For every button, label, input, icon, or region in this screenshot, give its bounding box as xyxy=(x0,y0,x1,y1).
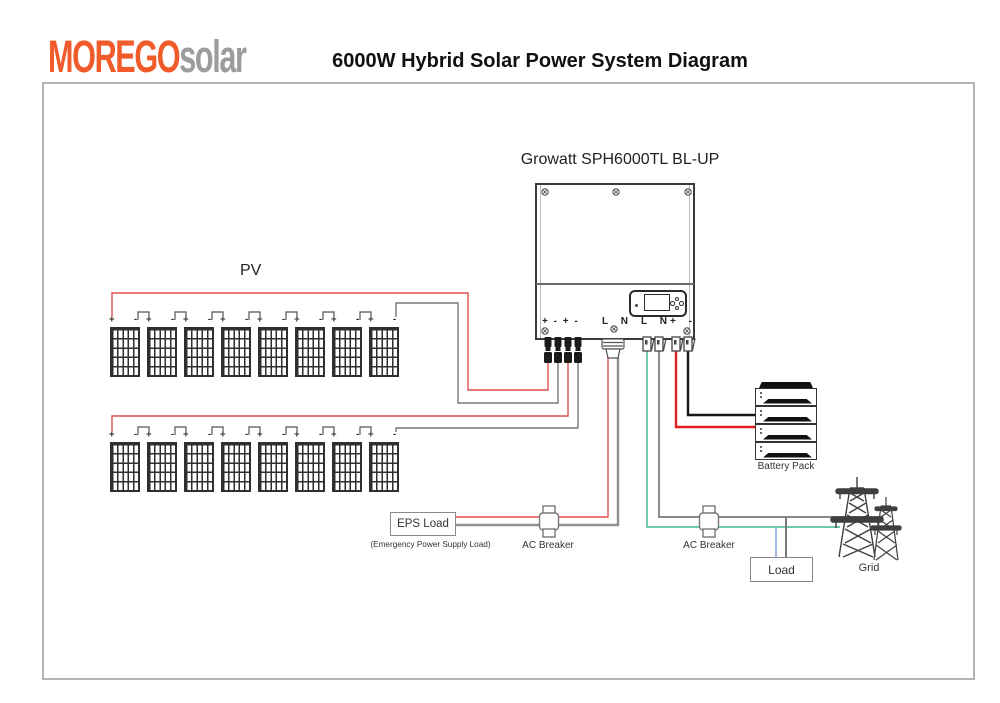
logo-morego: MOREGO xyxy=(48,31,181,82)
inverter-divider-line xyxy=(536,283,694,285)
panel-minus-label: - xyxy=(319,429,323,440)
logo-solar: solar xyxy=(179,31,247,82)
solar-panel xyxy=(332,327,362,377)
battery-module xyxy=(755,406,817,424)
terminal-label-battery: + - xyxy=(670,316,697,327)
panel-minus-label: - xyxy=(134,429,138,440)
panel-minus-label: - xyxy=(393,429,397,440)
inverter-edge-line xyxy=(540,185,541,338)
inverter-body xyxy=(535,183,695,340)
inverter-led-icon xyxy=(635,304,638,307)
battery-module-led xyxy=(760,432,763,435)
solar-panel xyxy=(221,327,251,377)
panel-minus-label: - xyxy=(134,314,138,325)
solar-panel xyxy=(147,327,177,377)
panel-plus-label: + xyxy=(220,314,226,325)
display-button-up xyxy=(674,296,680,302)
panel-plus-label: + xyxy=(183,314,189,325)
solar-panel xyxy=(258,442,288,492)
panel-plus-label: + xyxy=(368,314,374,325)
panel-plus-label: + xyxy=(220,429,226,440)
eps-load-note: (Emergency Power Supply Load) xyxy=(370,540,491,549)
pv-string-label: PV xyxy=(240,262,262,279)
solar-panel xyxy=(184,442,214,492)
battery-module-led xyxy=(760,396,763,399)
grid-label: Grid xyxy=(858,562,880,574)
panel-plus-label: + xyxy=(331,314,337,325)
panel-plus-label: + xyxy=(146,429,152,440)
panel-plus-label: + xyxy=(294,314,300,325)
panel-minus-label: - xyxy=(319,314,323,325)
panel-plus-label: + xyxy=(109,429,115,440)
display-button-down xyxy=(674,305,680,311)
battery-module-led xyxy=(760,414,763,417)
inverter-lcd-screen xyxy=(644,294,670,311)
solar-panel xyxy=(147,442,177,492)
solar-panel xyxy=(369,442,399,492)
battery-module-handle xyxy=(763,434,812,440)
terminal-label-pv: + - + - xyxy=(542,316,580,327)
solar-panel xyxy=(221,442,251,492)
battery-pack-label: Battery Pack xyxy=(757,461,815,472)
battery-module-led xyxy=(760,410,763,413)
battery-module-handle xyxy=(763,416,812,422)
panel-plus-label: + xyxy=(368,429,374,440)
battery-module-handle xyxy=(763,452,812,458)
battery-module-handle xyxy=(763,398,812,404)
battery-module xyxy=(755,424,817,442)
panel-minus-label: - xyxy=(282,314,286,325)
ac-breaker-label-eps: AC Breaker xyxy=(522,540,574,551)
panel-minus-label: - xyxy=(208,429,212,440)
panel-plus-label: + xyxy=(257,429,263,440)
battery-module-led xyxy=(760,446,763,449)
solar-panel xyxy=(369,327,399,377)
solar-panel xyxy=(110,442,140,492)
panel-minus-label: - xyxy=(171,314,175,325)
inverter-model-label: Growatt SPH6000TL BL-UP xyxy=(520,151,720,168)
solar-panel xyxy=(332,442,362,492)
battery-module xyxy=(755,388,817,406)
solar-panel xyxy=(184,327,214,377)
panel-minus-label: - xyxy=(245,429,249,440)
inverter-edge-line xyxy=(689,185,690,338)
panel-plus-label: + xyxy=(331,429,337,440)
panel-minus-label: - xyxy=(356,314,360,325)
panel-minus-label: - xyxy=(208,314,212,325)
panel-minus-label: - xyxy=(171,429,175,440)
page-title: 6000W Hybrid Solar Power System Diagram xyxy=(332,50,748,72)
terminal-label-grid: L N xyxy=(641,316,672,327)
panel-minus-label: - xyxy=(282,429,286,440)
diagram-frame xyxy=(42,82,975,680)
panel-plus-label: + xyxy=(294,429,300,440)
moregosolar-logo: MOREGOsolar xyxy=(48,31,247,82)
panel-plus-label: + xyxy=(109,314,115,325)
solar-panel xyxy=(258,327,288,377)
panel-minus-label: - xyxy=(356,429,360,440)
panel-plus-label: + xyxy=(183,429,189,440)
terminal-label-eps: L N xyxy=(602,316,633,327)
solar-panel xyxy=(295,327,325,377)
battery-module-led xyxy=(760,392,763,395)
panel-plus-label: + xyxy=(146,314,152,325)
display-button-left xyxy=(670,301,675,306)
panel-minus-label: - xyxy=(245,314,249,325)
solar-panel xyxy=(295,442,325,492)
display-button-right xyxy=(679,301,684,306)
battery-module-led xyxy=(760,450,763,453)
load-box: Load xyxy=(750,557,813,582)
eps-load-box: EPS Load xyxy=(390,512,456,536)
battery-module xyxy=(755,442,817,460)
solar-panel xyxy=(110,327,140,377)
ac-breaker-label-grid: AC Breaker xyxy=(683,540,735,551)
panel-plus-label: + xyxy=(257,314,263,325)
battery-module-led xyxy=(760,428,763,431)
panel-minus-label: - xyxy=(393,314,397,325)
